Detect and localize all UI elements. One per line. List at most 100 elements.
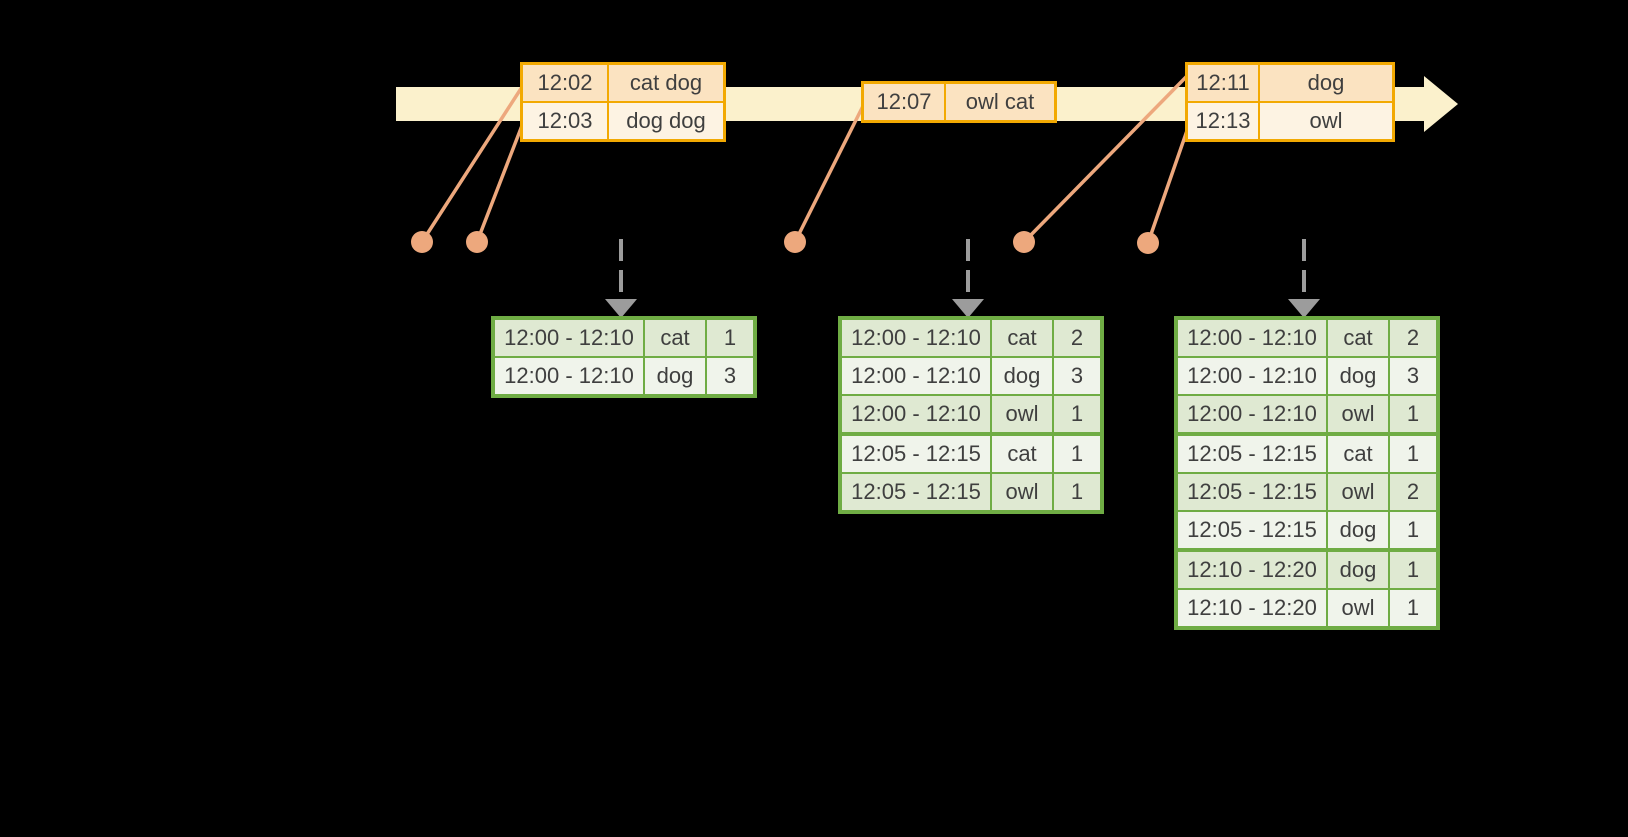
word-cell: cat <box>643 317 707 358</box>
count-cell: 3 <box>1052 356 1103 396</box>
count-cell: 1 <box>705 317 756 358</box>
count-cell: 1 <box>1388 510 1439 551</box>
trigger-arrowhead-icon <box>1288 299 1320 318</box>
window-cell: 12:00 - 12:10 <box>492 356 645 397</box>
word-cell: owl <box>1326 588 1390 629</box>
count-cell: 3 <box>1388 356 1439 396</box>
event-dot <box>466 231 488 253</box>
word-cell: dog <box>643 356 707 397</box>
trigger-arrow <box>605 239 637 318</box>
window-cell: 12:00 - 12:10 <box>492 317 645 358</box>
word-cell: dog <box>990 356 1054 396</box>
word-cell: dog <box>1326 548 1390 590</box>
window-cell: 12:00 - 12:10 <box>1175 394 1328 435</box>
window-cell: 12:10 - 12:20 <box>1175 588 1328 629</box>
time-cell: 12:11 <box>1185 62 1260 103</box>
window-cell: 12:05 - 12:15 <box>839 432 992 474</box>
trigger-arrowhead-icon <box>605 299 637 318</box>
words-cell: owl <box>1258 101 1395 142</box>
word-cell: cat <box>990 432 1054 474</box>
count-cell: 1 <box>1052 432 1103 474</box>
timeline-arrowhead-icon <box>1424 76 1458 132</box>
word-cell: cat <box>1326 317 1390 358</box>
count-cell: 1 <box>1388 588 1439 629</box>
time-cell: 12:13 <box>1185 101 1260 142</box>
window-cell: 12:05 - 12:15 <box>1175 432 1328 474</box>
words-cell: cat dog <box>607 62 726 103</box>
window-cell: 12:05 - 12:15 <box>1175 510 1328 551</box>
trigger-arrowhead-icon <box>952 299 984 318</box>
words-cell: dog dog <box>607 101 726 142</box>
word-cell: dog <box>1326 510 1390 551</box>
event-connector-line <box>420 86 524 243</box>
window-cell: 12:00 - 12:10 <box>839 317 992 358</box>
word-cell: owl <box>990 472 1054 513</box>
event-dot <box>784 231 806 253</box>
count-cell: 1 <box>1388 394 1439 435</box>
window-cell: 12:05 - 12:15 <box>1175 472 1328 512</box>
window-cell: 12:00 - 12:10 <box>839 356 992 396</box>
count-cell: 3 <box>705 356 756 397</box>
words-cell: dog <box>1258 62 1395 103</box>
word-cell: dog <box>1326 356 1390 396</box>
window-cell: 12:00 - 12:10 <box>1175 356 1328 396</box>
event-dot <box>1013 231 1035 253</box>
words-cell: owl cat <box>944 81 1057 123</box>
event-connector-line <box>1022 74 1189 244</box>
count-cell: 1 <box>1052 472 1103 513</box>
word-cell: cat <box>1326 432 1390 474</box>
event-connector-line <box>475 122 525 243</box>
trigger-arrow <box>1288 239 1320 318</box>
word-cell: cat <box>990 317 1054 358</box>
time-cell: 12:02 <box>520 62 609 103</box>
window-cell: 12:00 - 12:10 <box>839 394 992 435</box>
time-cell: 12:07 <box>861 81 946 123</box>
count-cell: 2 <box>1388 472 1439 512</box>
word-cell: owl <box>1326 394 1390 435</box>
time-cell: 12:03 <box>520 101 609 142</box>
window-cell: 12:05 - 12:15 <box>839 472 992 513</box>
count-cell: 1 <box>1388 548 1439 590</box>
event-connector-line <box>793 103 866 243</box>
word-cell: owl <box>1326 472 1390 512</box>
trigger-arrow <box>952 239 984 318</box>
window-cell: 12:00 - 12:10 <box>1175 317 1328 358</box>
count-cell: 1 <box>1052 394 1103 435</box>
event-dot <box>411 231 433 253</box>
count-cell: 2 <box>1388 317 1439 358</box>
count-cell: 1 <box>1388 432 1439 474</box>
event-connector-line <box>1146 121 1192 244</box>
